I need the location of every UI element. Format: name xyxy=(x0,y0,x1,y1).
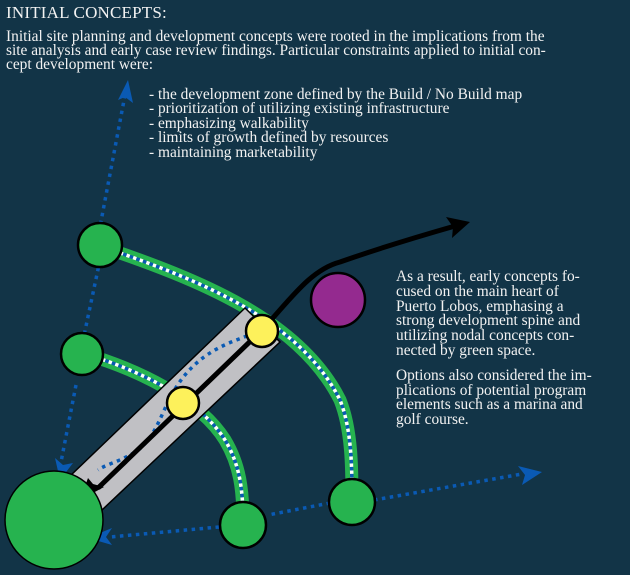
yellow-node-upper xyxy=(244,313,280,349)
inner-green-corridor xyxy=(80,346,250,523)
side-paragraph-1: As a result, early concepts fo- cused on… xyxy=(396,268,628,359)
constraints-list: - the development zone defined by the Bu… xyxy=(149,86,523,161)
green-node-middle-left xyxy=(59,331,105,377)
blue-dotted-arrow-to-main-from-east xyxy=(88,501,331,545)
side-line: Options also considered the im- xyxy=(396,366,592,384)
side-line: As a result, early concepts fo- xyxy=(396,268,580,285)
purple-node xyxy=(309,271,367,329)
side-line: golf course. xyxy=(396,411,469,429)
side-line: plications of potential program xyxy=(396,381,587,399)
green-node-bottom-right xyxy=(327,477,377,527)
blue-dotted-arrow-east xyxy=(373,466,542,502)
green-node-upper-left xyxy=(76,221,124,269)
yellow-node-lower xyxy=(165,385,201,421)
constraint-item: - emphasizing walkability xyxy=(149,114,309,132)
green-node-bottom xyxy=(218,500,268,550)
constraint-item: - prioritization of utilizing existing i… xyxy=(149,100,450,118)
constraint-item: - limits of growth defined by resources xyxy=(149,129,389,147)
side-line: nected by green space. xyxy=(396,341,536,359)
side-line: Puerto Lobos, emphasing a xyxy=(396,297,564,315)
constraint-item: - the development zone defined by the Bu… xyxy=(149,86,523,103)
side-line: cused on the main heart of xyxy=(396,282,559,300)
main-green-node xyxy=(4,470,104,570)
intro-line: Initial site planning and development co… xyxy=(6,28,545,45)
side-description: As a result, early concepts fo- cused on… xyxy=(396,268,628,438)
side-line: utilizing nodal concepts con- xyxy=(396,327,575,345)
blue-dotted-arrow-north xyxy=(97,80,133,233)
side-line: strong development spine and xyxy=(396,312,581,330)
intro-line: site analysis and early case review find… xyxy=(6,42,546,59)
side-line: elements such as a marina and xyxy=(396,396,583,414)
intro-line: cept development were: xyxy=(6,56,154,73)
side-paragraph-2: Options also considered the im- plicatio… xyxy=(396,366,628,429)
intro-paragraph: Initial site planning and development co… xyxy=(6,28,628,73)
outer-green-corridor xyxy=(97,239,359,501)
constraint-item: - maintaining marketability xyxy=(149,143,318,161)
page-title: INITIAL CONCEPTS: xyxy=(6,3,167,22)
